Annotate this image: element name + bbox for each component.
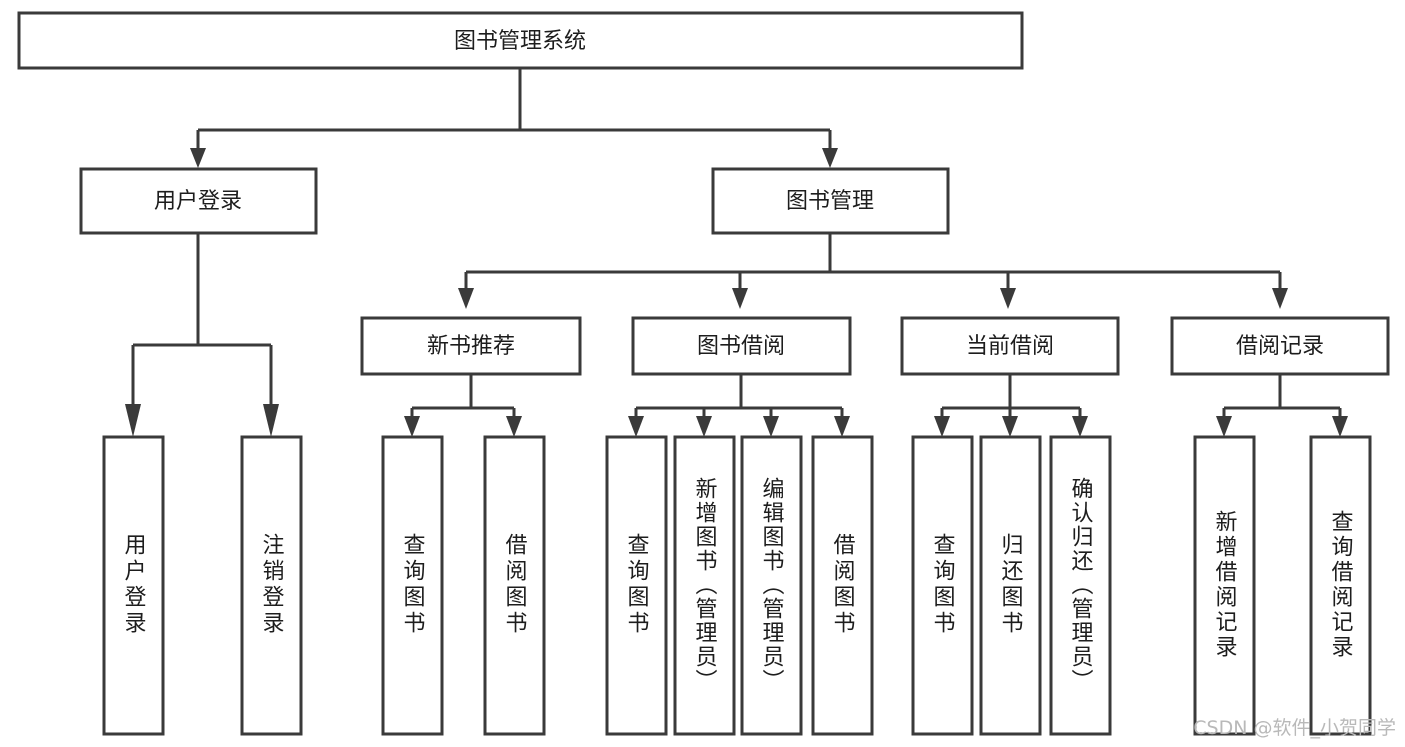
node-bookmgmt[interactable]: 图书管理 [711,167,950,235]
arrowhead-current-leaf2 [1002,416,1018,437]
connector-layer [125,68,1348,437]
node-current-label: 当前借阅 [966,334,1054,359]
node-bookmgmt-box[interactable] [711,167,950,235]
node-leaf-nb-query-box[interactable] [381,435,444,736]
node-leaf-bw-add[interactable]: 新增图书（管理员） [673,435,736,736]
node-current-box[interactable] [900,316,1120,376]
node-login[interactable]: 用户登录 [79,167,318,235]
node-leaf-bw-borrow[interactable]: 借阅图书 [811,435,874,736]
arrowhead-borrow-leaf4 [834,416,850,437]
node-leaf-cur-query-box[interactable] [911,435,974,736]
node-leaf-cur-return-label: 归还图书 [998,533,1024,637]
node-leaf-bw-edit[interactable]: 编辑图书（管理员） [740,435,803,736]
node-leaf-cur-query-label: 查询图书 [930,533,956,637]
arrowhead-to-borrow [732,288,748,309]
node-login-box[interactable] [79,167,318,235]
node-records-box[interactable] [1170,316,1390,376]
node-leaf-rec-query[interactable]: 查询借阅记录 [1309,435,1372,736]
arrowhead-records-leaf2 [1332,416,1348,437]
node-root-label: 图书管理系统 [454,29,586,54]
node-leaf-cur-confirm-box[interactable] [1049,435,1112,736]
node-leaf-rec-add-label: 新增借阅记录 [1212,510,1238,660]
csdn-watermark: CSDN @软件_小贺同学 [1193,717,1396,739]
arrowhead-to-records [1272,288,1288,309]
node-leaf-bw-query-label: 查询图书 [624,533,650,637]
node-leaf-bw-borrow-box[interactable] [811,435,874,736]
node-leaf-bw-add-label: 新增图书（管理员） [692,477,718,693]
node-leaf-nb-borrow-label: 借阅图书 [502,533,528,637]
node-leaf-nb-query[interactable]: 查询图书 [381,435,444,736]
node-borrow-label: 图书借阅 [697,334,785,359]
node-leaf-nb-query-label: 查询图书 [400,533,426,637]
arrowhead-newbook-leaf2 [506,416,522,437]
arrowhead-root-to-login [190,148,206,168]
node-leaf-bw-edit-box[interactable] [740,435,803,736]
arrowhead-root-to-bookmgmt [822,148,838,168]
arrowhead-borrow-leaf3 [763,416,779,437]
arrowhead-login-leaf2 [263,404,279,437]
node-leaf-user-login-label: 用户登录 [121,533,147,637]
node-leaf-user-logout-box[interactable] [240,435,303,736]
arrowhead-to-current [1000,288,1016,309]
arrowhead-current-leaf3 [1072,416,1088,437]
node-login-label: 用户登录 [154,189,242,214]
node-leaf-cur-confirm-label: 确认归还（管理员） [1068,477,1094,693]
node-leaf-nb-borrow-box[interactable] [483,435,546,736]
node-leaf-user-login[interactable]: 用户登录 [102,435,165,736]
node-leaf-nb-borrow[interactable]: 借阅图书 [483,435,546,736]
arrowhead-current-leaf1 [934,416,950,437]
node-records-label: 借阅记录 [1236,334,1324,359]
node-leaf-user-logout[interactable]: 注销登录 [240,435,303,736]
node-leaf-bw-query-box[interactable] [605,435,668,736]
node-borrow[interactable]: 图书借阅 [631,316,852,376]
arrowhead-newbook-leaf1 [404,416,420,437]
node-leaf-rec-add[interactable]: 新增借阅记录 [1193,435,1256,736]
node-leaf-bw-edit-label: 编辑图书（管理员） [759,477,785,693]
node-newbook-box[interactable] [360,316,582,376]
arrowhead-borrow-leaf2 [696,416,712,437]
node-leaf-rec-query-label: 查询借阅记录 [1328,510,1354,660]
node-root[interactable]: 图书管理系统 [17,11,1024,70]
node-root-box[interactable] [17,11,1024,70]
node-leaf-cur-return[interactable]: 归还图书 [979,435,1042,736]
node-leaf-cur-query[interactable]: 查询图书 [911,435,974,736]
node-leaf-cur-confirm[interactable]: 确认归还（管理员） [1049,435,1112,736]
arrowhead-records-leaf1 [1216,416,1232,437]
node-newbook[interactable]: 新书推荐 [360,316,582,376]
node-newbook-label: 新书推荐 [427,334,515,359]
node-current[interactable]: 当前借阅 [900,316,1120,376]
node-records[interactable]: 借阅记录 [1170,316,1390,376]
node-leaf-user-logout-label: 注销登录 [259,533,285,637]
node-bookmgmt-label: 图书管理 [786,189,874,214]
node-leaf-rec-add-box[interactable] [1193,435,1256,736]
arrowhead-to-newbook [458,288,474,309]
node-leaf-cur-return-box[interactable] [979,435,1042,736]
node-leaf-bw-query[interactable]: 查询图书 [605,435,668,736]
arrowhead-login-leaf1 [125,404,141,437]
node-borrow-box[interactable] [631,316,852,376]
node-leaf-bw-add-box[interactable] [673,435,736,736]
node-leaf-bw-borrow-label: 借阅图书 [830,533,856,637]
node-leaf-rec-query-box[interactable] [1309,435,1372,736]
node-leaf-user-login-box[interactable] [102,435,165,736]
arrowhead-borrow-leaf1 [628,416,644,437]
